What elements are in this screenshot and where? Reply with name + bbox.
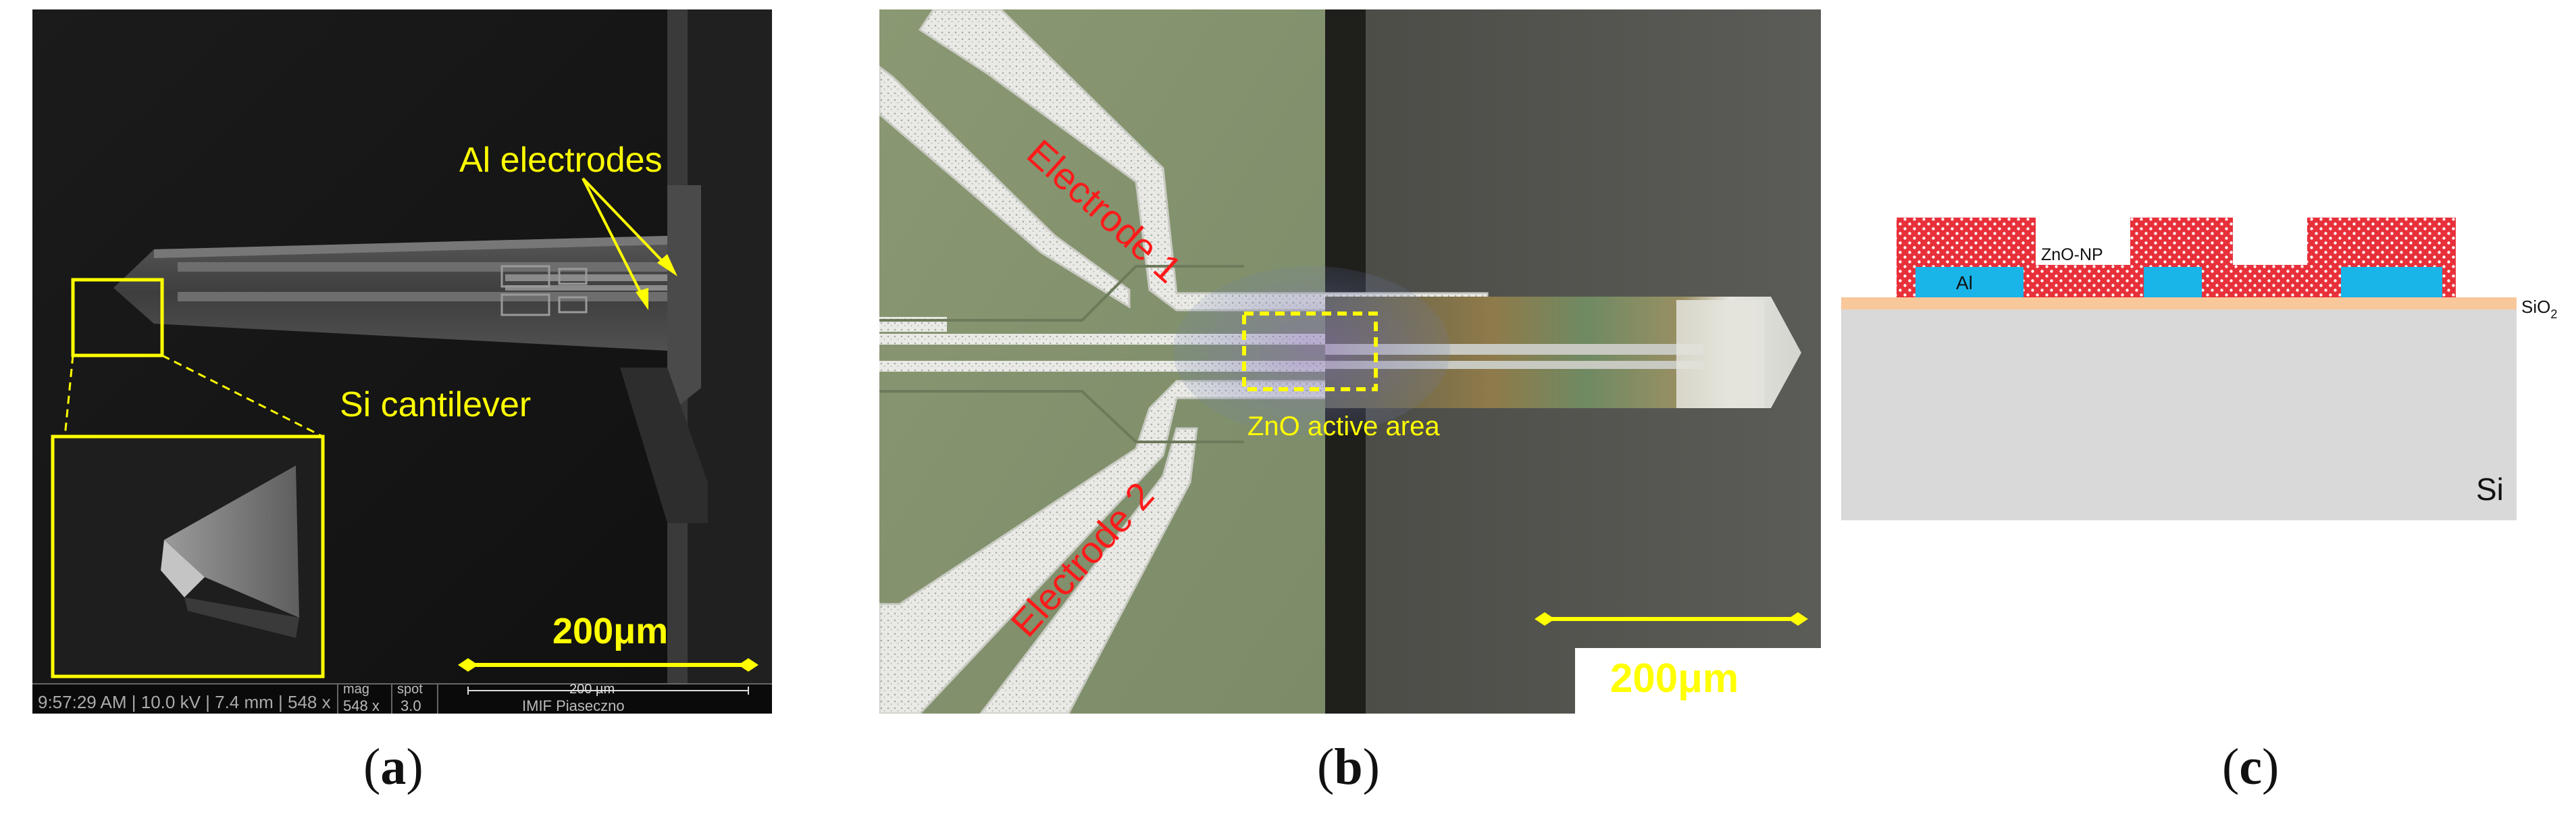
caption-c: (c) — [2222, 739, 2279, 795]
active-area-label: ZnO active area — [1247, 412, 1440, 441]
sem-scale-text: 200 µm — [569, 682, 615, 697]
optical-image: Electrode 1 Electrode 2 ZnO active area … — [879, 9, 1821, 714]
sem-info-bar: 9:57:29 AM | 10.0 kV | 7.4 mm | 548 x ma… — [32, 682, 772, 714]
sem-mag-label: mag — [343, 682, 369, 697]
tip-inset — [51, 435, 325, 678]
caption-a: (a) — [363, 739, 423, 795]
caption-b: (b) — [1317, 739, 1380, 795]
al-electrode — [1915, 267, 2024, 297]
sem-institution: IMIF Piaseczno — [522, 697, 625, 714]
al-electrodes-label: Al electrodes — [459, 141, 663, 180]
active-area-box — [1242, 312, 1378, 391]
si-cantilever-label: Si cantilever — [340, 385, 531, 424]
scale-bar: 200μm — [1535, 612, 1821, 714]
scale-bar-label: 200μm — [1610, 655, 1738, 701]
sio2-label: SiO2 — [2521, 297, 2557, 321]
al-electrode — [2144, 267, 2202, 297]
zno-np-label: ZnO-NP — [2041, 245, 2103, 264]
sem-mag-value: 548 x — [343, 697, 380, 714]
zno-np-layer — [1897, 218, 2456, 297]
sem-info-left: 9:57:29 AM | 10.0 kV | 7.4 mm | 548 x — [38, 692, 331, 712]
annotation-arrow — [582, 177, 669, 268]
tip-highlight-box — [71, 278, 164, 357]
optical-image-panel: Electrode 1 Electrode 2 ZnO active area … — [879, 9, 1821, 714]
annotation-arrow — [582, 178, 645, 299]
sio2-layer — [1841, 297, 2517, 309]
electrode-track — [178, 292, 667, 301]
zno-deposit — [1173, 266, 1450, 435]
scale-bar-label: 200μm — [552, 611, 668, 651]
electrode-track — [178, 262, 667, 272]
sem-image-panel: Al electrodes Si cantilever 200μm 9:57:2… — [32, 9, 772, 714]
cross-section-diagram: ZnO-NP Al SiO2 Si — [1841, 218, 2557, 520]
sem-spot-label: spot — [397, 682, 423, 697]
si-label: Si — [2476, 472, 2504, 507]
al-electrode — [2341, 267, 2442, 297]
sem-image: Al electrodes Si cantilever 200μm 9:57:2… — [32, 9, 772, 714]
si-substrate — [1841, 309, 2517, 520]
cross-section-panel: ZnO-NP Al SiO2 Si — [1841, 203, 2557, 520]
sem-spot-value: 3.0 — [401, 697, 421, 714]
al-label: Al — [1956, 272, 1973, 293]
